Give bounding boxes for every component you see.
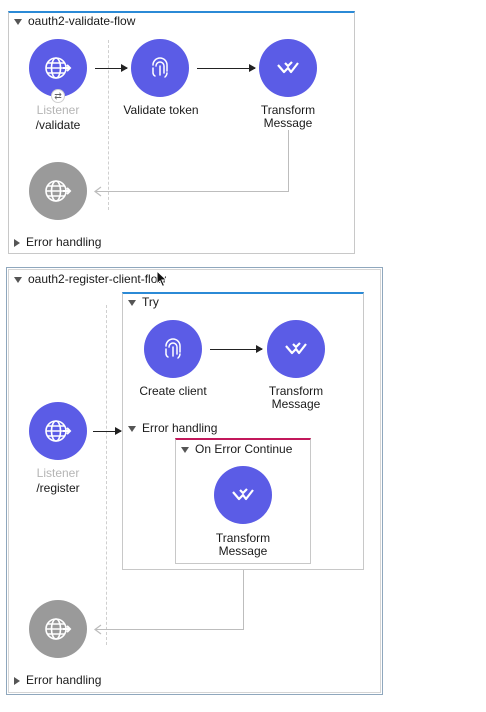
validate-token-label: Validate token: [123, 103, 199, 117]
collapse-triangle-icon[interactable]: [128, 299, 136, 306]
flow2-header[interactable]: oauth2-register-client-flow: [14, 272, 166, 286]
try-header[interactable]: Try: [128, 295, 159, 309]
transform-message-label-1: Transform: [260, 103, 316, 117]
listener-source[interactable]: [29, 402, 87, 460]
flow2-inner-border: [8, 269, 381, 693]
flow-arrow: [197, 64, 256, 72]
flow-arrow: [210, 345, 263, 353]
listener-path: /register: [36, 481, 80, 495]
collapse-triangle-icon[interactable]: [14, 18, 22, 25]
flow1-header[interactable]: oauth2-validate-flow: [14, 14, 135, 28]
create-client-label: Create client: [139, 384, 207, 398]
transform-message-processor[interactable]: [259, 39, 317, 97]
return-arrow-icon: [94, 624, 102, 635]
transform-message-label-1: Transform: [268, 384, 324, 398]
transform-message-processor[interactable]: [214, 466, 272, 524]
return-line: [243, 570, 244, 629]
transform-message-icon: [277, 61, 299, 74]
transform-message-label-2: Message: [218, 544, 268, 558]
return-line: [96, 629, 244, 630]
globe-listener-icon: [45, 618, 72, 640]
transform-message-label-1: Transform: [215, 531, 271, 545]
transaction-badge-icon: ⇄: [51, 89, 65, 103]
mouse-cursor-icon: [156, 270, 168, 288]
return-line: [96, 191, 289, 192]
transform-message-label-2: Message: [263, 116, 313, 130]
flow1-title: oauth2-validate-flow: [28, 14, 136, 28]
error-handling-label: Error handling: [26, 235, 102, 249]
globe-listener-icon: [45, 420, 72, 442]
globe-listener-icon: [45, 57, 72, 79]
transform-message-icon: [232, 488, 254, 501]
listener-response[interactable]: [29, 162, 87, 220]
try-error-handling-header[interactable]: Error handling: [128, 421, 217, 435]
flow1-error-handling[interactable]: Error handling: [14, 235, 101, 249]
create-client-processor[interactable]: [144, 320, 202, 378]
on-error-continue-label: On Error Continue: [195, 442, 293, 456]
flow2-error-handling[interactable]: Error handling: [14, 673, 101, 687]
validate-token-processor[interactable]: [131, 39, 189, 97]
fingerprint-icon: [152, 57, 168, 78]
source-divider: [108, 40, 109, 210]
transform-message-label-2: Message: [271, 397, 321, 411]
return-line: [288, 130, 289, 191]
listener-label: Listener: [36, 103, 80, 117]
fingerprint-icon: [165, 338, 181, 359]
collapse-triangle-icon[interactable]: [181, 446, 189, 453]
transform-message-icon: [285, 342, 307, 355]
try-label: Try: [142, 295, 159, 309]
listener-path: /validate: [35, 118, 81, 132]
listener-source[interactable]: [29, 39, 87, 97]
listener-label: Listener: [36, 466, 80, 480]
return-arrow-icon: [94, 186, 102, 197]
flow-arrow: [93, 427, 122, 435]
expand-triangle-icon[interactable]: [14, 676, 20, 685]
transform-message-processor[interactable]: [267, 320, 325, 378]
source-divider: [106, 305, 107, 645]
flow2-title: oauth2-register-client-flow: [28, 272, 167, 286]
error-handling-label: Error handling: [26, 673, 102, 687]
collapse-triangle-icon[interactable]: [14, 276, 22, 283]
flow-arrow: [95, 64, 128, 72]
expand-triangle-icon[interactable]: [14, 238, 20, 247]
on-error-continue-header[interactable]: On Error Continue: [181, 442, 292, 456]
collapse-triangle-icon[interactable]: [128, 425, 136, 432]
listener-response[interactable]: [29, 600, 87, 658]
globe-listener-icon: [45, 180, 72, 202]
try-error-handling-label: Error handling: [142, 421, 218, 435]
